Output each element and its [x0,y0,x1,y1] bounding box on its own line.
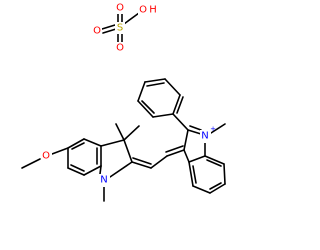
bond-ring1-e [67,167,85,176]
bond-ring2-a [204,155,225,165]
bond-o-ring [51,147,69,155]
bond-c3-c2 [123,139,133,163]
bond-ring2-d [192,185,211,194]
oxygen-atom-bottom: O [115,42,125,54]
bond-bridge-2b [165,145,184,153]
bond-n-ring [99,165,102,175]
bond-ring2-e [188,161,194,187]
bond-ring2-b [223,163,226,185]
hydroxyl-hydrogen-label: H [149,5,157,16]
oxygen-label: O [116,43,124,54]
hydroxyl-group: O H [138,4,158,16]
bond-c2-n [109,161,133,178]
structure-canvas: S O H O O O O [21,2,226,202]
hydroxyl-oxygen-label: O [139,5,147,16]
bond-c2i-n-a [187,129,202,135]
bond-ring2-c-inner [209,182,222,190]
oxygen-label: O [93,26,101,37]
indolium-nitrogen-atom: N + [200,125,216,143]
bond-c3-ring [100,139,125,147]
bond-n-methyl-i [210,123,226,134]
bond-c3-me1 [115,123,125,141]
chemical-structure-diagram: S O H O O O O [21,2,226,202]
indoline-nitrogen-atom: N [99,174,110,187]
bond-s-o-left-a [101,24,116,30]
bond-c2-bridge-a [131,161,152,169]
bond-c2i-n-b [189,125,202,131]
bond-c2i-phenyl [172,113,189,131]
bond-methyl-o [21,158,41,169]
bond-ph-c-inner [146,82,165,87]
nitrogen-label: N [201,131,208,142]
bond-bridge-1 [150,155,168,169]
bond-c3a-c3i [183,149,190,163]
bond-c3i-c2i [183,129,189,151]
bond-ring1-d [83,165,102,176]
bond-s-o-left-b [102,28,117,34]
sulfur-label: S [117,23,123,34]
bond-ring1-e-inner [70,164,85,172]
bond-c3-me2 [123,125,140,141]
sulfur-atom: S [115,22,125,34]
bond-layer [21,12,226,202]
bond-ring1-b [83,138,102,147]
bond-ph-e [137,100,154,118]
bond-ring1-a [67,138,85,149]
bond-ph-b [164,78,181,96]
methoxy-oxygen-atom: O [41,150,52,163]
bond-ph-f [152,113,174,118]
bond-ph-a [172,94,181,115]
bond-s-oh [123,12,140,25]
bond-ring1-a-inner [71,142,85,150]
bond-ring2-a-inner [206,159,222,167]
bond-ph-a-inner [176,96,184,114]
atom-label-layer: S O H O O O O [41,2,216,187]
bond-c7a-c3a [188,155,206,163]
bond-c2-bridge-b [132,157,152,165]
bond-ph-c [144,78,166,83]
bond-ph-d [137,81,146,102]
oxygen-atom-top: O [115,2,125,14]
oxygen-label: O [42,151,50,162]
bond-ring2-c [209,183,226,194]
bond-ring2-e-inner [192,165,197,184]
bond-bridge-2a [166,149,185,157]
positive-charge-label: + [210,125,216,133]
oxygen-label: O [116,3,124,14]
oxygen-atom-left: O [92,25,102,37]
nitrogen-label: N [100,175,107,186]
bond-ph-e-inner [141,100,155,114]
